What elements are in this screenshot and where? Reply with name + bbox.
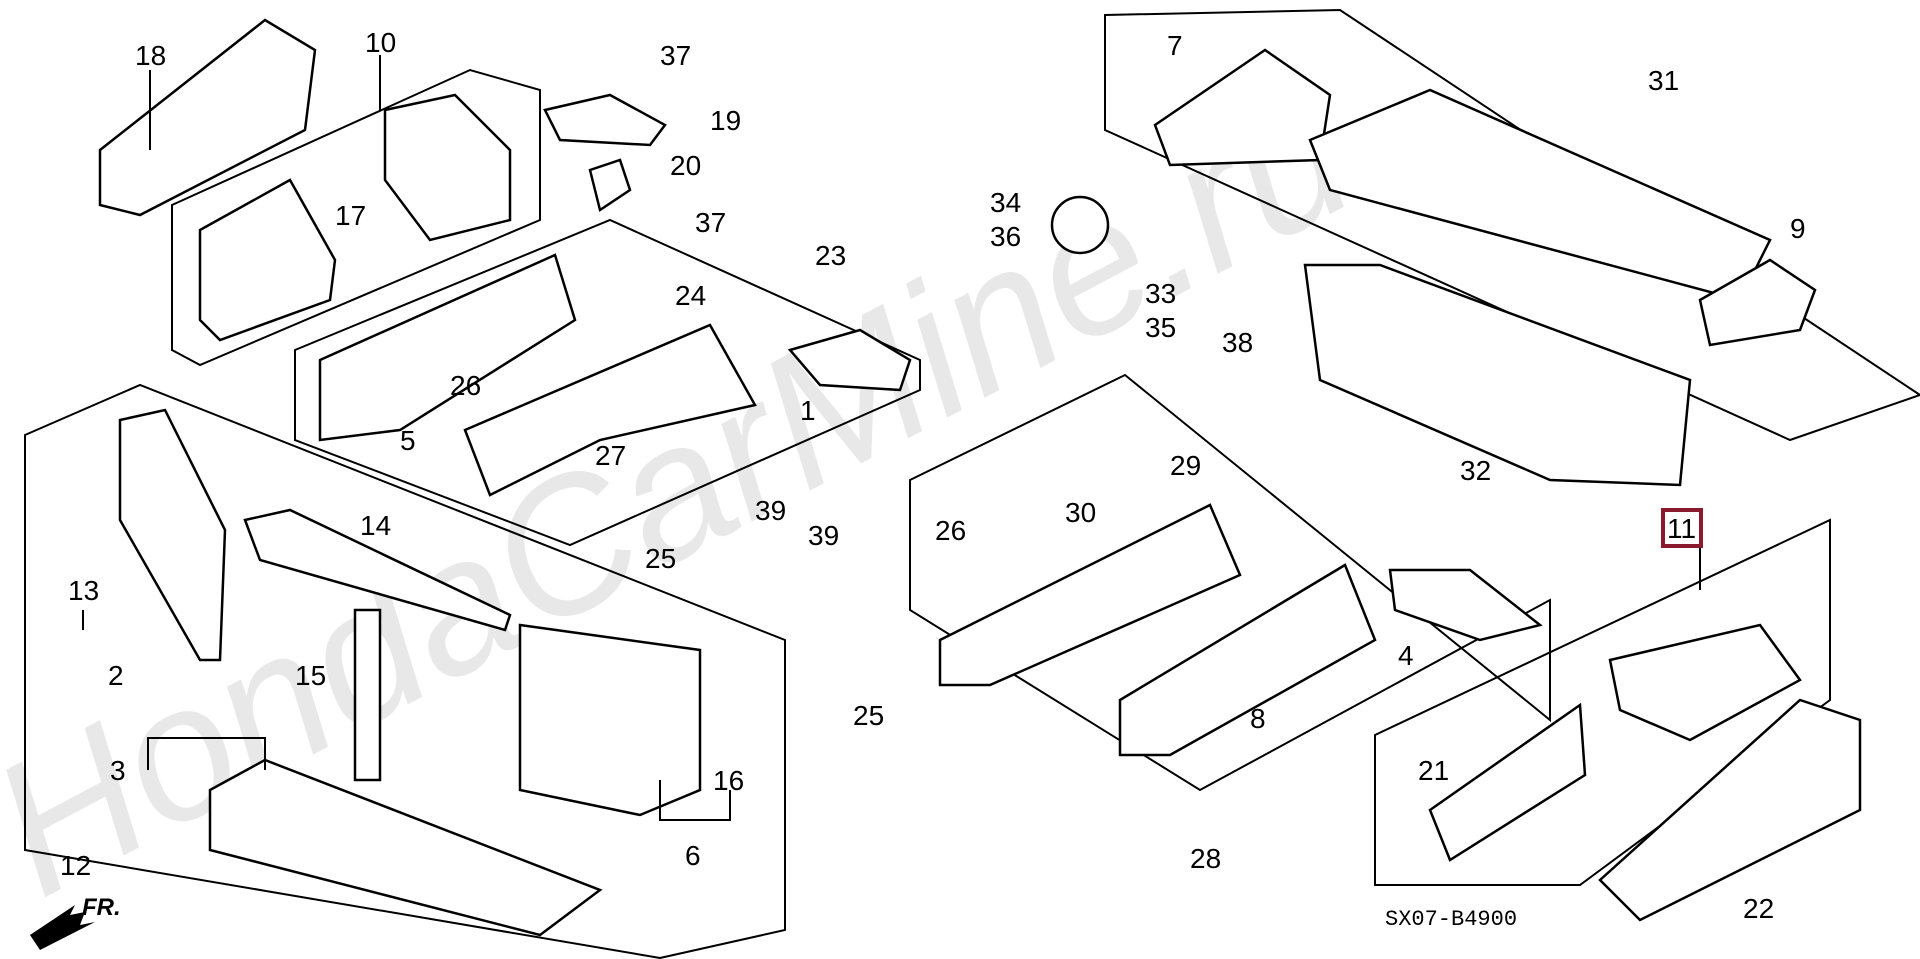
part-32-shape xyxy=(1303,263,1692,487)
label-3[interactable]: 3 xyxy=(110,755,126,786)
label-12[interactable]: 12 xyxy=(60,850,91,881)
front-direction-arrow-icon xyxy=(30,905,95,950)
label-26[interactable]: 26 xyxy=(935,515,966,546)
part-18-shape xyxy=(98,18,317,217)
part-9-shape xyxy=(1698,258,1817,347)
part-15-shape xyxy=(353,608,382,782)
label-5[interactable]: 5 xyxy=(400,425,416,456)
front-direction-label: FR. xyxy=(82,894,121,921)
label-36[interactable]: 36 xyxy=(990,221,1021,252)
label-16[interactable]: 16 xyxy=(713,765,744,796)
label-4[interactable]: 4 xyxy=(1398,640,1414,671)
leader-3 xyxy=(147,737,266,770)
label-10[interactable]: 10 xyxy=(365,27,396,58)
part-7-shape xyxy=(1153,48,1332,167)
part-5-shape xyxy=(318,253,577,442)
label-13[interactable]: 13 xyxy=(68,575,99,606)
label-6[interactable]: 6 xyxy=(685,840,701,871)
part-10-shape xyxy=(383,93,512,242)
part-6-shape xyxy=(518,623,702,817)
part-23-frame-shape xyxy=(463,323,757,497)
label-39[interactable]: 39 xyxy=(755,495,786,526)
label-24[interactable]: 24 xyxy=(675,280,706,311)
label-33[interactable]: 33 xyxy=(1145,278,1176,309)
group-outline-upper-left xyxy=(171,68,541,367)
group-outline-31 xyxy=(1104,8,1920,442)
highlight-box-11 xyxy=(1661,508,1703,548)
label-34[interactable]: 34 xyxy=(990,187,1021,218)
group-outline-28 xyxy=(909,373,1551,792)
part-22-shape xyxy=(1598,698,1862,922)
label-35[interactable]: 35 xyxy=(1145,312,1176,343)
label-30[interactable]: 30 xyxy=(1065,497,1096,528)
label-21[interactable]: 21 xyxy=(1418,755,1449,786)
part-17-shape xyxy=(198,178,337,342)
label-1[interactable]: 1 xyxy=(800,395,816,426)
label-8[interactable]: 8 xyxy=(1250,703,1266,734)
group-outline-12 xyxy=(24,383,786,959)
label-22[interactable]: 22 xyxy=(1743,893,1774,924)
part-8-shape xyxy=(1118,563,1377,757)
label-15[interactable]: 15 xyxy=(295,660,326,691)
label-19[interactable]: 19 xyxy=(710,105,741,136)
diagram-code: SX07-B4900 xyxy=(1385,907,1517,932)
label-7[interactable]: 7 xyxy=(1167,30,1183,61)
part-2-shape xyxy=(118,408,227,662)
group-outline-23 xyxy=(294,218,921,547)
part-21-shape xyxy=(1428,702,1587,862)
label-23[interactable]: 23 xyxy=(815,240,846,271)
part-28-frame-shape xyxy=(938,503,1242,687)
label-32[interactable]: 32 xyxy=(1460,455,1491,486)
label-9[interactable]: 9 xyxy=(1790,213,1806,244)
label-29[interactable]: 29 xyxy=(1170,450,1201,481)
label-38[interactable]: 38 xyxy=(1222,327,1253,358)
label-39[interactable]: 39 xyxy=(808,520,839,551)
label-25[interactable]: 25 xyxy=(853,700,884,731)
part-34-shape xyxy=(1050,195,1110,255)
label-11[interactable]: 11 xyxy=(1667,513,1696,544)
part-19-shape xyxy=(543,93,667,147)
part-20-shape xyxy=(588,158,632,213)
label-31[interactable]: 31 xyxy=(1648,65,1679,96)
label-18[interactable]: 18 xyxy=(135,40,166,71)
leader-6 xyxy=(659,780,731,821)
label-25[interactable]: 25 xyxy=(645,543,676,574)
label-26[interactable]: 26 xyxy=(450,370,481,401)
part-3-shape xyxy=(208,758,603,937)
label-37[interactable]: 37 xyxy=(695,207,726,238)
part-11-shape xyxy=(1608,623,1802,742)
part-4-shape xyxy=(1388,568,1543,642)
part-1-shape xyxy=(787,328,912,392)
label-14[interactable]: 14 xyxy=(360,510,391,541)
label-17[interactable]: 17 xyxy=(335,200,366,231)
part-14-shape xyxy=(243,508,512,632)
label-20[interactable]: 20 xyxy=(670,150,701,181)
label-27[interactable]: 27 xyxy=(595,440,626,471)
label-28[interactable]: 28 xyxy=(1190,843,1221,874)
label-37[interactable]: 37 xyxy=(660,40,691,71)
label-2[interactable]: 2 xyxy=(108,660,124,691)
